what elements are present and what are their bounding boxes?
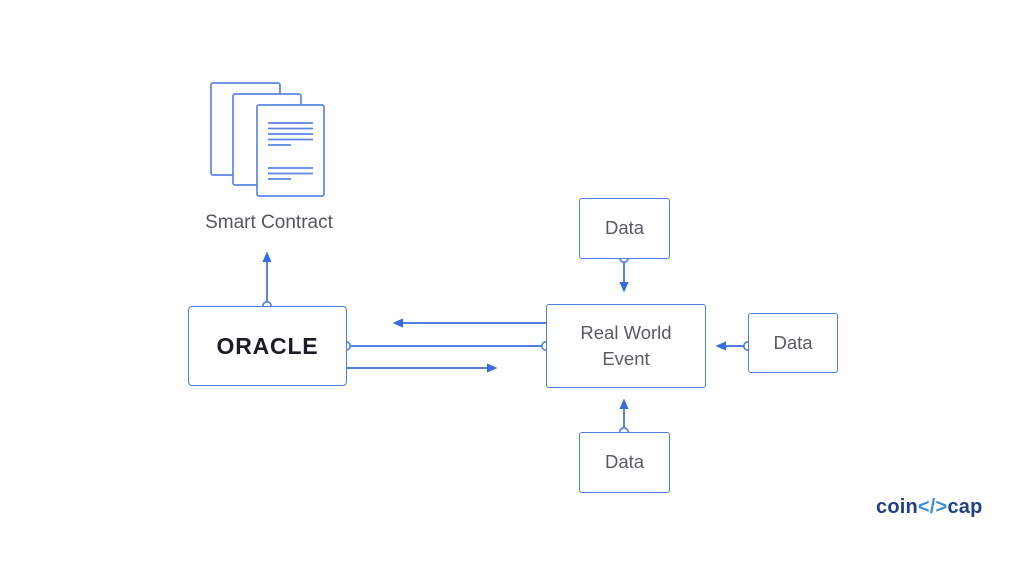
- logo-text-cap: cap: [947, 496, 983, 518]
- document-page-front: [256, 104, 325, 197]
- oracle-label: ORACLE: [216, 332, 319, 359]
- smart-contract-label: Smart Contract: [205, 212, 333, 233]
- data-bottom-node: Data: [579, 432, 670, 493]
- data-right-node: Data: [748, 313, 838, 373]
- data-right-label: Data: [773, 331, 813, 353]
- data-bottom-label: Data: [604, 451, 645, 473]
- oracle-node: ORACLE: [188, 306, 347, 386]
- real-world-event-node: Real World Event: [546, 304, 706, 388]
- real-world-event-label: Real World Event: [580, 321, 672, 369]
- data-top-label: Data: [604, 217, 645, 239]
- data-top-node: Data: [579, 198, 670, 259]
- logo-text-coin: coin: [876, 496, 918, 518]
- document-text-lines: [268, 122, 313, 180]
- coincap-logo: coin</>cap: [876, 496, 983, 519]
- logo-code-brackets-icon: </>: [917, 496, 948, 518]
